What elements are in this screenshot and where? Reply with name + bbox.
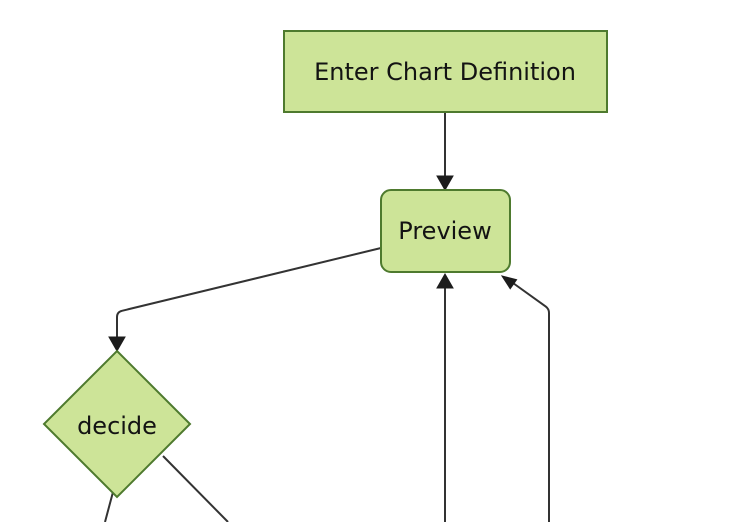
edge-offscreen-to-preview-center <box>436 272 454 522</box>
arrowhead-icon <box>500 275 518 290</box>
edge-decide-to-offscreen-right <box>162 455 229 522</box>
arrowhead-icon <box>436 272 454 289</box>
edge-line <box>512 282 550 522</box>
node-preview-label: Preview <box>398 217 491 245</box>
edge-line <box>104 491 114 522</box>
node-preview: Preview <box>380 189 511 273</box>
edge-offscreen-to-preview-right <box>500 275 550 522</box>
edge-enter-to-preview <box>436 112 454 192</box>
node-decide: decide <box>42 349 192 499</box>
node-enter-chart-definition-shape <box>283 30 608 113</box>
edge-decide-to-offscreen-left <box>104 491 114 522</box>
arrowhead-icon <box>108 336 126 353</box>
node-decide-shape <box>42 349 192 499</box>
arrowhead-icon <box>436 175 454 192</box>
node-preview-shape <box>380 189 511 273</box>
node-enter-chart-definition-label: Enter Chart Definition <box>314 58 576 86</box>
edge-line <box>162 455 229 522</box>
node-enter-chart-definition: Enter Chart Definition <box>283 30 608 113</box>
edge-preview-to-decide <box>108 247 382 353</box>
node-decide-label: decide <box>77 412 157 440</box>
edge-line <box>116 247 382 337</box>
